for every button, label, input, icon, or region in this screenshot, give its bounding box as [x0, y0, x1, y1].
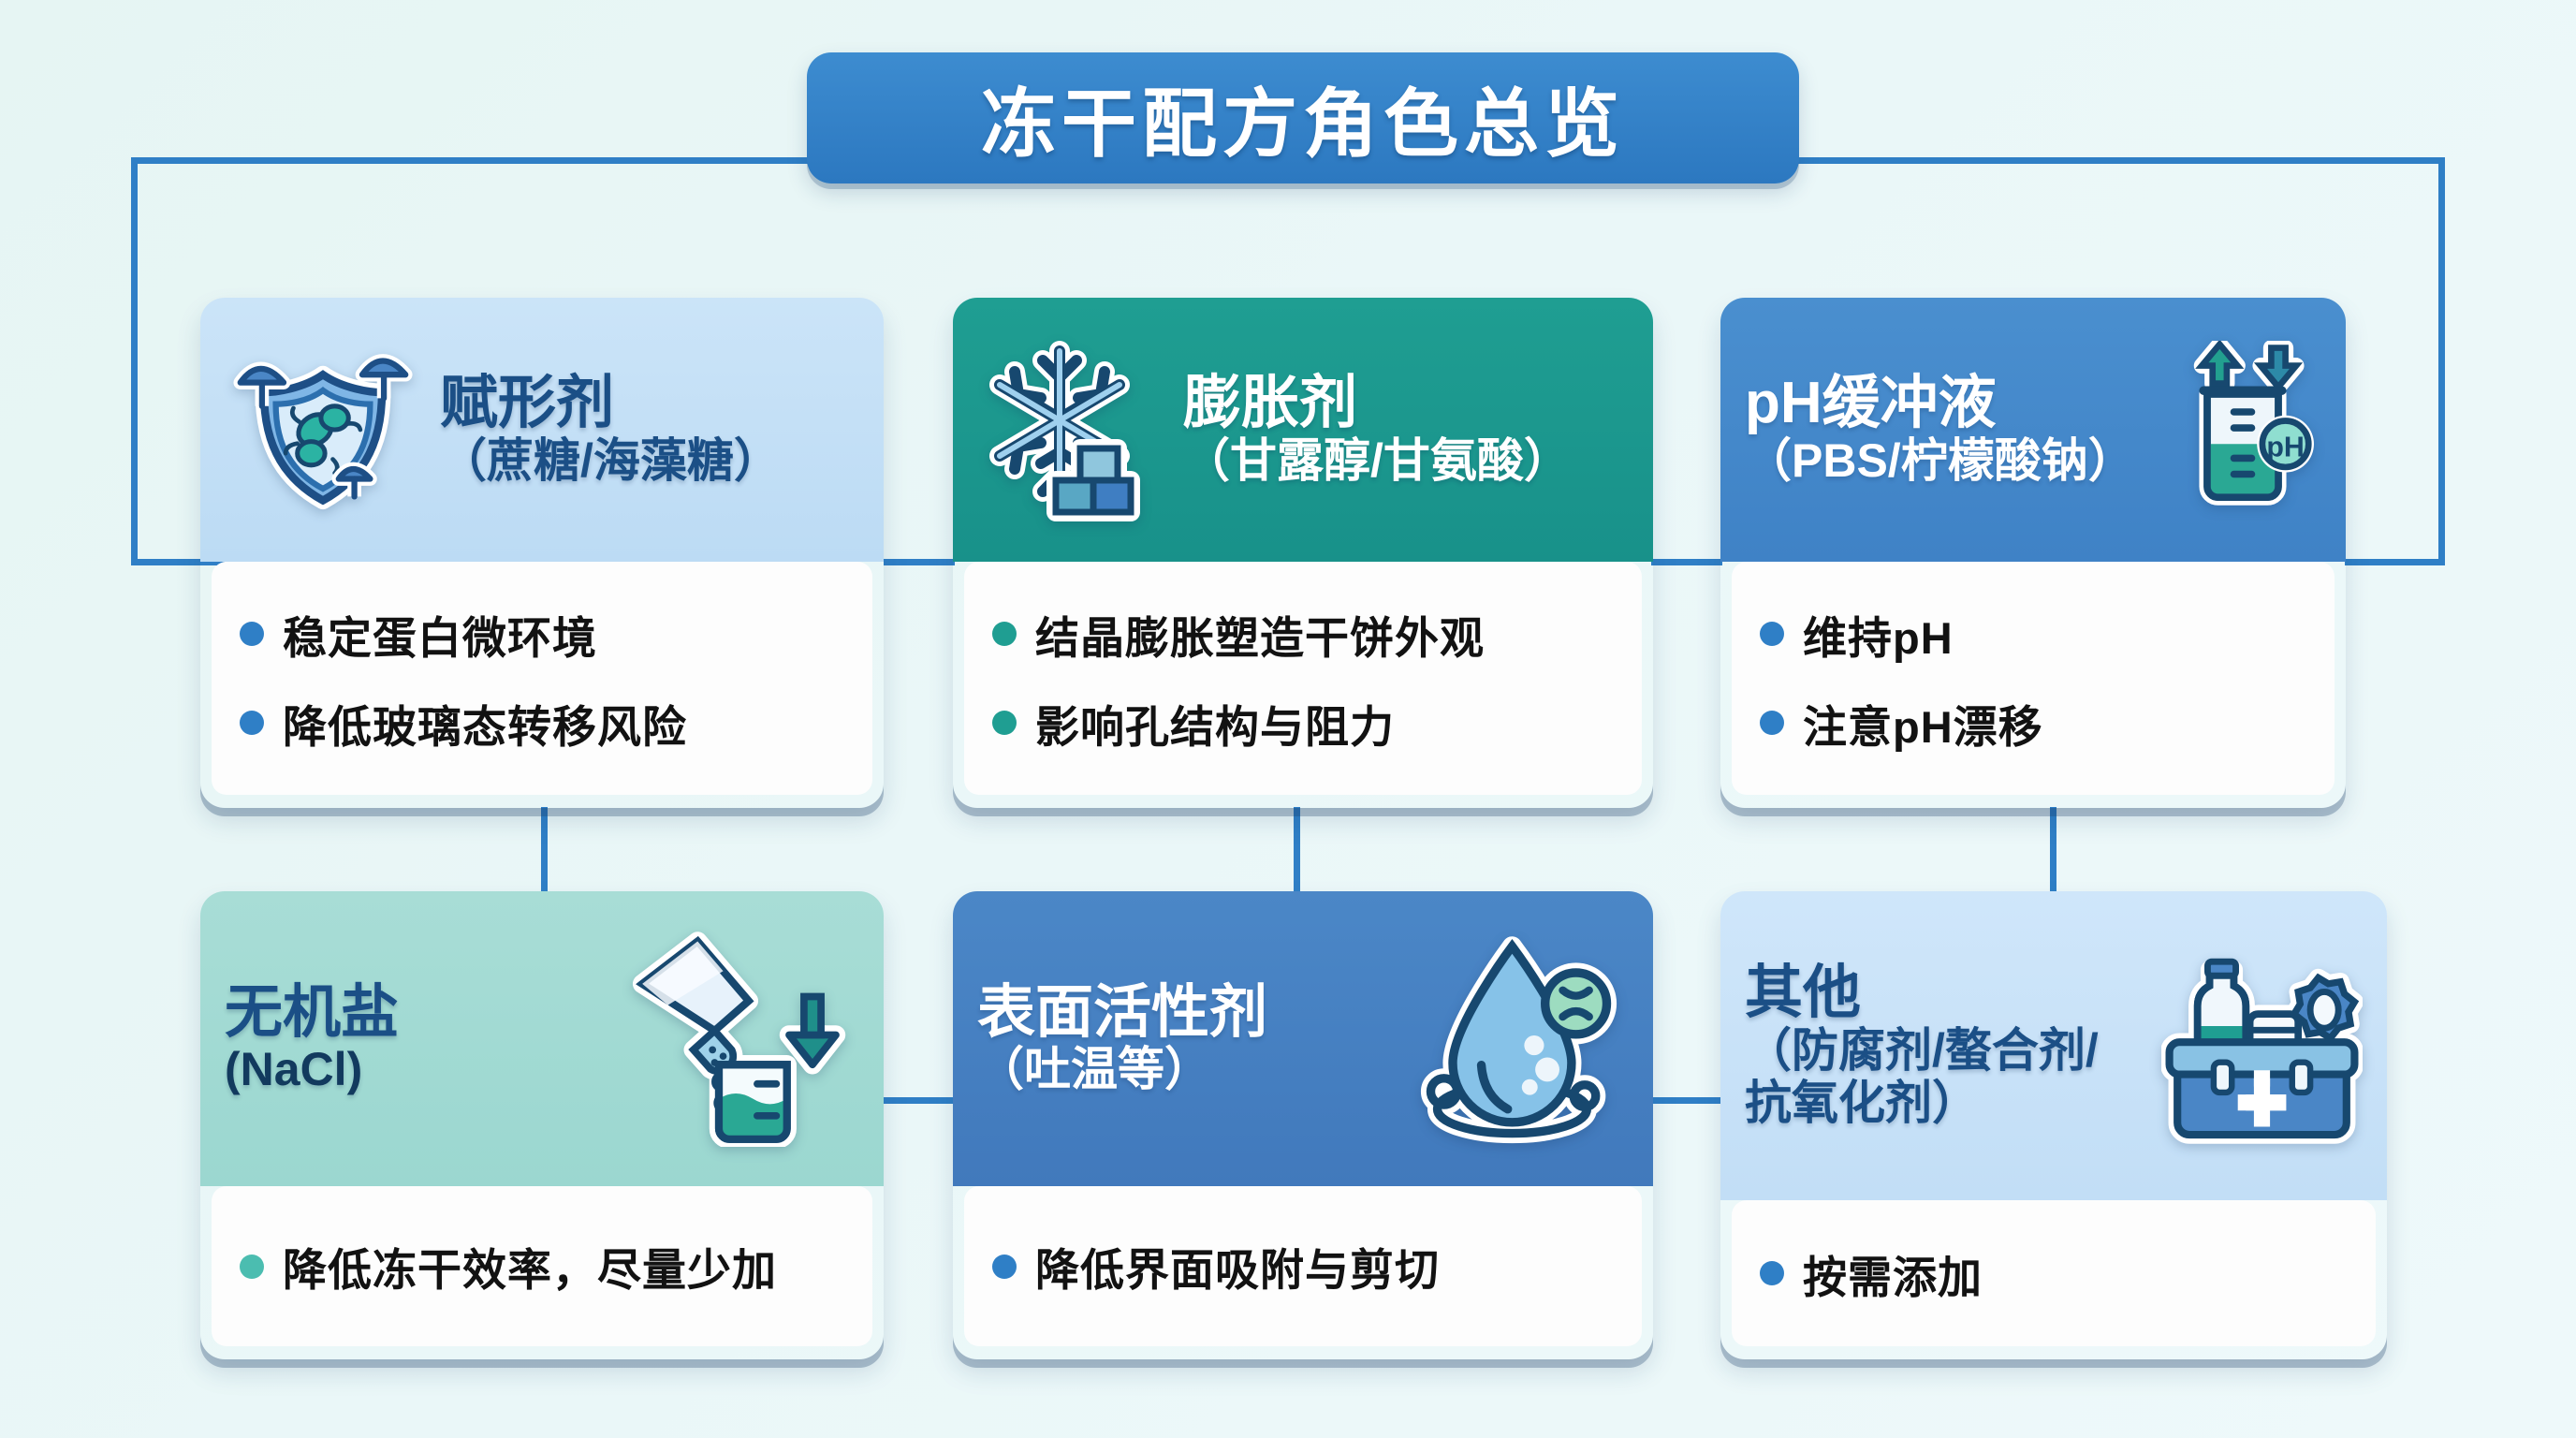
bullet-dot — [1760, 711, 1784, 735]
connector-card3-card6 — [2050, 807, 2056, 899]
card-title: 表面活性剂 — [977, 979, 1268, 1045]
list-item: 降低冻干效率，尽量少加 — [240, 1234, 844, 1299]
bullet-text: 降低冻干效率，尽量少加 — [283, 1245, 777, 1295]
bullet-dot — [240, 711, 264, 735]
bullet-dot — [1760, 622, 1784, 646]
bullet-dot — [240, 1254, 264, 1279]
list-item: 降低界面吸附与剪切 — [992, 1234, 1614, 1299]
card-header: 赋形剂 （蔗糖/海藻糖） — [200, 298, 884, 562]
card-header: 其他 （防腐剂/螯合剂/ 抗氧化剂） — [1720, 891, 2387, 1200]
list-item: 维持pH — [1760, 602, 2306, 667]
connector-left-rail — [131, 157, 138, 565]
card-excipient[interactable]: 赋形剂 （蔗糖/海藻糖） 稳定蛋白微环境 降低玻璃态转移风险 — [200, 298, 884, 808]
card-title: 赋形剂 — [440, 371, 615, 436]
bullet-text: 注意pH漂移 — [1803, 701, 2043, 752]
card-header: 无机盐 (NaCl) — [200, 891, 884, 1186]
connector-left-to-card1 — [131, 559, 225, 565]
water-droplet-icon — [1420, 936, 1617, 1144]
bullet-dot — [992, 622, 1017, 646]
list-item: 稳定蛋白微环境 — [240, 602, 844, 667]
card-subtitle: （甘露醇/甘氨酸） — [1183, 433, 1571, 487]
card-title: 其他 — [1745, 961, 1862, 1026]
card-title: pH缓冲液 — [1745, 371, 1997, 436]
card-bullet-list: 按需添加 — [1732, 1200, 2376, 1346]
card-titles: 无机盐 (NaCl) — [225, 979, 400, 1096]
bullet-text: 降低玻璃态转移风险 — [283, 701, 687, 752]
connector-title-right — [1795, 157, 2445, 164]
connector-card4-card5 — [884, 1097, 955, 1104]
card-subtitle: （吐温等） — [977, 1043, 1211, 1096]
list-item: 结晶膨胀塑造干饼外观 — [992, 602, 1614, 667]
bullet-text: 降低界面吸附与剪切 — [1035, 1245, 1440, 1295]
bullet-text: 维持pH — [1803, 612, 1954, 663]
card-titles: 赋形剂 （蔗糖/海藻糖） — [440, 373, 781, 487]
card-header: 膨胀剂 （甘露醇/甘氨酸） — [953, 298, 1653, 562]
card-titles: pH缓冲液 （PBS/柠檬酸钠） — [1745, 373, 2135, 487]
card-title: 膨胀剂 — [1183, 371, 1358, 436]
card-subtitle: （防腐剂/螯合剂/ 抗氧化剂） — [1745, 1023, 2099, 1129]
connector-right-to-card3 — [2345, 559, 2445, 565]
medical-toolbox-icon — [2161, 958, 2363, 1144]
card-bullet-list: 降低冻干效率，尽量少加 — [212, 1186, 872, 1346]
bullet-dot — [992, 711, 1017, 735]
card-bullet-list: 维持pH 注意pH漂移 — [1732, 562, 2334, 795]
card-titles: 膨胀剂 （甘露醇/甘氨酸） — [1183, 373, 1571, 487]
list-item: 注意pH漂移 — [1760, 691, 2306, 756]
card-bulking-agent[interactable]: 膨胀剂 （甘露醇/甘氨酸） 结晶膨胀塑造干饼外观 影响孔结构与阻力 — [953, 298, 1653, 808]
card-titles: 表面活性剂 （吐温等） — [977, 979, 1268, 1096]
connector-card1-card2 — [884, 559, 955, 565]
salt-shaker-beaker-icon — [632, 931, 846, 1147]
card-bullet-list: 结晶膨胀塑造干饼外观 影响孔结构与阻力 — [964, 562, 1642, 795]
bullet-text: 稳定蛋白微环境 — [283, 612, 597, 663]
card-bullet-list: 降低界面吸附与剪切 — [964, 1186, 1642, 1346]
card-ph-buffer[interactable]: pH缓冲液 （PBS/柠檬酸钠） p — [1720, 298, 2346, 808]
card-subtitle: （蔗糖/海藻糖） — [440, 433, 781, 487]
card-header: pH缓冲液 （PBS/柠檬酸钠） p — [1720, 298, 2346, 562]
connector-card2-card3 — [1651, 559, 1722, 565]
connector-title-left — [131, 157, 811, 164]
shield-umbrella-icon — [233, 354, 413, 510]
card-inorganic-salt[interactable]: 无机盐 (NaCl) — [200, 891, 884, 1359]
bullet-text: 结晶膨胀塑造干饼外观 — [1035, 612, 1485, 663]
page-title: 冻干配方角色总览 — [807, 52, 1799, 183]
card-subtitle: (NaCl) — [225, 1043, 363, 1096]
list-item: 按需添加 — [1760, 1241, 2348, 1306]
bullet-text: 影响孔结构与阻力 — [1035, 701, 1395, 752]
connector-right-rail — [2438, 157, 2445, 565]
bullet-text: 按需添加 — [1803, 1252, 1983, 1302]
page-title-text: 冻干配方角色总览 — [981, 82, 1625, 166]
snowflake-blocks-icon — [989, 341, 1140, 521]
bullet-dot — [1760, 1261, 1784, 1285]
connector-card5-card6 — [1651, 1097, 1722, 1104]
svg-text:pH: pH — [2266, 432, 2305, 463]
bullet-dot — [240, 622, 264, 646]
bullet-dot — [992, 1254, 1017, 1279]
beaker-ph-icon: pH — [2193, 341, 2314, 506]
card-others[interactable]: 其他 （防腐剂/螯合剂/ 抗氧化剂） — [1720, 891, 2387, 1359]
connector-card2-card5 — [1294, 807, 1300, 899]
card-bullet-list: 稳定蛋白微环境 降低玻璃态转移风险 — [212, 562, 872, 795]
card-surfactant[interactable]: 表面活性剂 （吐温等） — [953, 891, 1653, 1359]
list-item: 影响孔结构与阻力 — [992, 691, 1614, 756]
card-subtitle: （PBS/柠檬酸钠） — [1745, 433, 2135, 487]
connector-card1-card4 — [541, 807, 548, 899]
card-titles: 其他 （防腐剂/螯合剂/ 抗氧化剂） — [1745, 962, 2100, 1129]
list-item: 降低玻璃态转移风险 — [240, 691, 844, 756]
card-title: 无机盐 — [225, 979, 400, 1045]
card-header: 表面活性剂 （吐温等） — [953, 891, 1653, 1186]
